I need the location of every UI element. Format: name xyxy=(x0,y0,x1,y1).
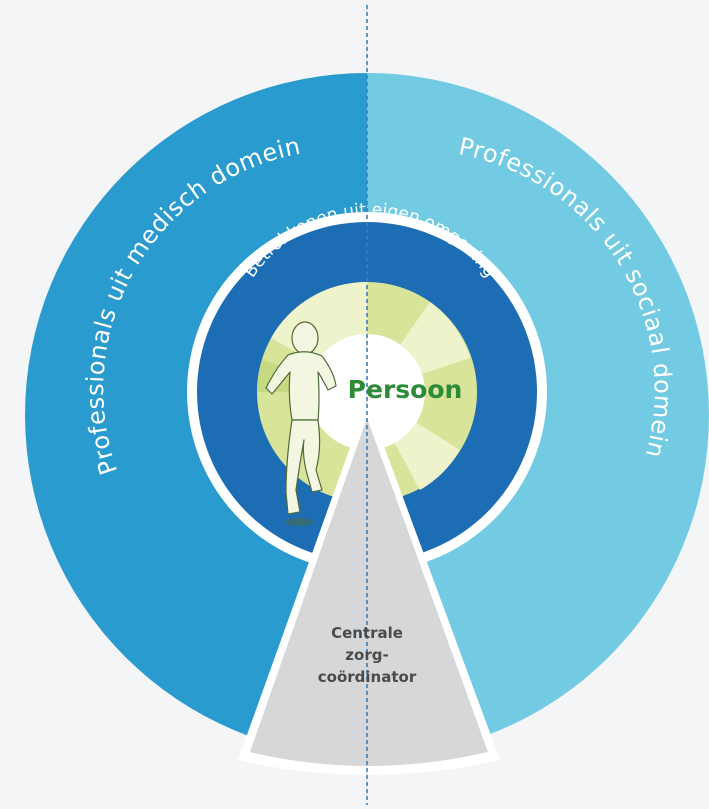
label-coordinator-line2: zorg- xyxy=(345,646,388,664)
label-person: Persoon xyxy=(348,375,463,404)
label-coordinator-line1: Centrale xyxy=(331,624,403,642)
coordinator-wedge xyxy=(238,400,500,775)
runner-figure-icon xyxy=(265,321,337,526)
coordinator-wedge-fill xyxy=(250,418,488,766)
label-coordinator-line3: coördinator xyxy=(318,668,417,686)
